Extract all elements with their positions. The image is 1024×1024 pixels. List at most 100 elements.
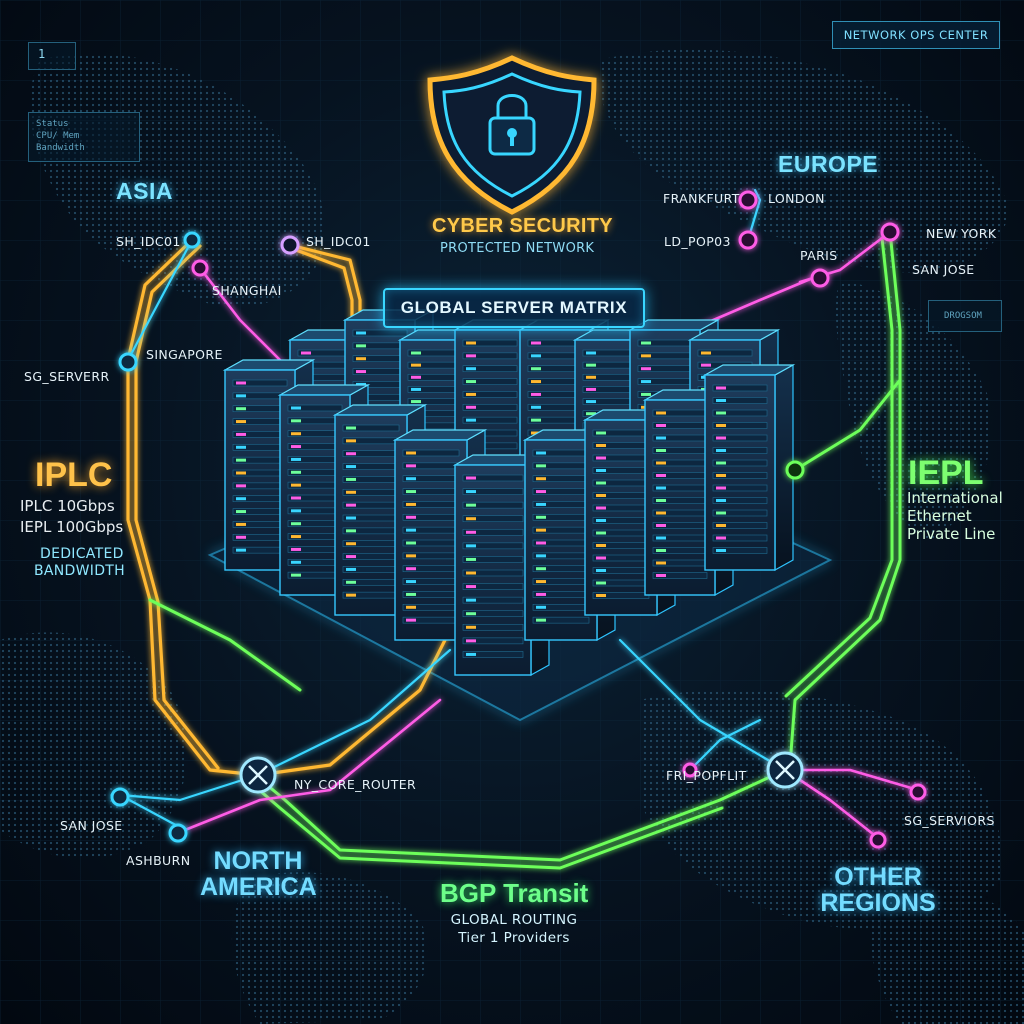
server-led xyxy=(346,452,356,456)
server-led xyxy=(406,605,416,609)
server-led xyxy=(716,524,726,527)
hud-panel-left xyxy=(28,112,140,162)
server-led xyxy=(291,457,301,461)
bgp-line-1: GLOBAL ROUTING xyxy=(450,912,578,928)
hud-status-line: Status xyxy=(36,119,69,129)
node-label-san-jose-europe: SAN JOSE xyxy=(912,262,975,277)
server-slot xyxy=(532,616,590,624)
server-led xyxy=(291,445,301,449)
server-led xyxy=(596,469,606,472)
iepl-line-3: Private Line xyxy=(907,525,996,543)
server-led xyxy=(406,528,416,532)
server-slot xyxy=(712,522,768,529)
server-led xyxy=(716,424,726,427)
server-led xyxy=(406,541,416,545)
server-led xyxy=(291,419,301,423)
server-led xyxy=(536,580,546,584)
server-led xyxy=(716,511,726,515)
server-led xyxy=(291,432,301,436)
server-led xyxy=(656,461,666,465)
server-led xyxy=(656,574,666,577)
hud-cpu-line: CPU/ Mem xyxy=(36,131,80,141)
node-label-frankfurt: FRANKFURT xyxy=(663,191,740,206)
server-led xyxy=(346,439,356,443)
server-led xyxy=(406,451,416,455)
server-led xyxy=(346,516,356,520)
server-led xyxy=(406,502,416,506)
server-led xyxy=(716,461,726,465)
server-led xyxy=(536,618,546,622)
server-slot xyxy=(712,397,768,404)
server-slot xyxy=(462,339,518,347)
server-led xyxy=(656,549,666,552)
server-led xyxy=(536,592,546,596)
server-led xyxy=(466,341,476,345)
server-led xyxy=(716,449,726,452)
node-label-sh-idc01-left: SH_IDC01 xyxy=(116,234,181,249)
server-slot xyxy=(462,651,524,658)
server-slot xyxy=(462,403,518,411)
server-led xyxy=(596,456,606,460)
server-led xyxy=(406,592,416,596)
server-slot xyxy=(712,434,768,442)
server-led xyxy=(531,341,541,345)
server-slot xyxy=(462,528,524,536)
server-led xyxy=(291,406,301,410)
server-led xyxy=(596,481,606,485)
server-slot xyxy=(287,404,343,412)
node-label-sh-idc01-right: SH_IDC01 xyxy=(306,234,371,249)
node-label-singapore: SINGAPORE xyxy=(146,347,223,362)
server-led xyxy=(586,363,596,367)
server-led xyxy=(406,618,416,622)
server-led xyxy=(466,652,476,656)
node-label-ny-core-router: NY_CORE_ROUTER xyxy=(294,777,417,792)
server-led xyxy=(466,625,476,629)
ny-core-router-icon xyxy=(239,756,277,794)
server-led xyxy=(466,476,476,480)
server-led xyxy=(346,529,356,533)
server-led xyxy=(466,380,476,384)
server-slot xyxy=(712,472,768,479)
server-led xyxy=(716,549,726,552)
server-led xyxy=(596,556,606,560)
server-led xyxy=(466,418,476,422)
server-led xyxy=(346,593,356,597)
shield-lock-icon xyxy=(427,55,597,215)
server-led xyxy=(236,407,246,411)
server-led xyxy=(656,411,666,415)
region-other-line1: OTHER xyxy=(834,863,922,891)
server-led xyxy=(291,573,301,577)
server-slot xyxy=(712,509,768,517)
server-led xyxy=(596,569,606,572)
server-led xyxy=(346,477,356,481)
server-led xyxy=(536,541,546,545)
server-led xyxy=(716,536,726,540)
region-asia: ASIA xyxy=(116,178,173,204)
server-slot xyxy=(462,623,524,631)
region-other-line2: REGIONS xyxy=(820,889,936,917)
server-led xyxy=(236,510,246,514)
iplc-line-2: IEPL 100Gbps xyxy=(20,518,124,536)
bgp-line-2: Tier 1 Providers xyxy=(458,930,570,946)
server-slot xyxy=(652,572,708,579)
server-led xyxy=(536,567,546,571)
server-led xyxy=(716,411,726,415)
server-led xyxy=(291,522,301,526)
server-led xyxy=(346,567,356,571)
server-led xyxy=(531,367,541,371)
server-led xyxy=(656,524,666,527)
server-led xyxy=(236,522,246,526)
hud-right-code: DROGSOM xyxy=(944,311,982,321)
server-led xyxy=(466,598,476,602)
server-led xyxy=(406,554,416,558)
server-led xyxy=(656,486,666,490)
server-led xyxy=(656,499,666,502)
server-led xyxy=(656,561,666,565)
node-label-san-jose-na: SAN JOSE xyxy=(60,818,123,833)
server-led xyxy=(466,392,476,396)
server-slot xyxy=(712,422,768,429)
server-led xyxy=(406,580,416,584)
server-led xyxy=(596,594,606,597)
server-led xyxy=(346,580,356,584)
